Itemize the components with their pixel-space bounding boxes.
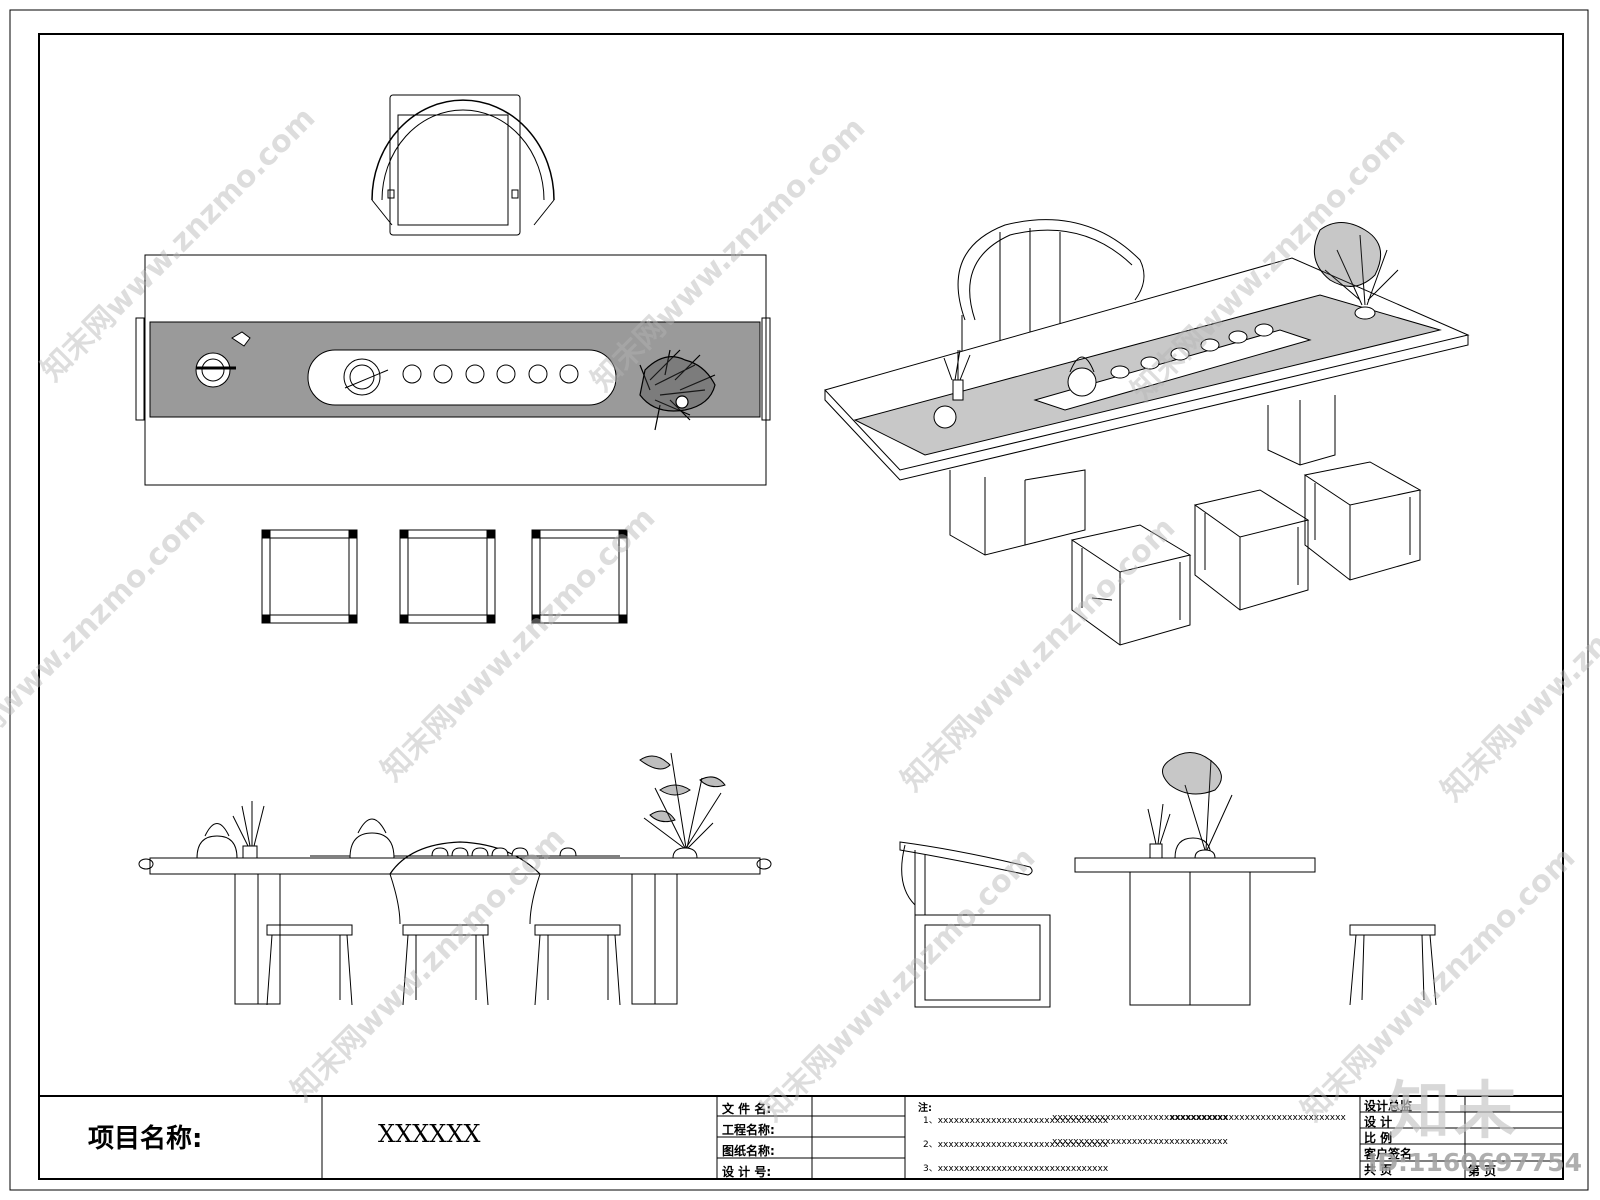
front-table-top: [149, 857, 761, 875]
plan-view: [135, 94, 771, 624]
field-design-director: 设计总监: [1364, 1099, 1413, 1113]
note-3: 3、xxxxxxxxxxxxxxxxxxxxxxxxxxxxxxxx: [923, 1164, 1109, 1174]
field-drawing-name: 图纸名称:: [722, 1144, 775, 1158]
field-scale: 比 例: [1364, 1131, 1393, 1145]
project-name-label: 项目名称:: [88, 1124, 203, 1154]
plan-table-top: [144, 254, 767, 486]
side-stool: [1349, 924, 1437, 1006]
field-file-name: 文 件 名:: [722, 1102, 772, 1116]
notes-block: 注: 1、xxxxxxxxxxxxxxxxxxxxxxxxxxxxxxxx xx…: [918, 1099, 1346, 1174]
field-page-number: 第 页: [1468, 1164, 1497, 1178]
plan-stool-1: [261, 529, 358, 624]
note-1b: xxxxxxxxxxxxxxxxxxxxxxxxxxxxxxxxx: [1052, 1113, 1228, 1123]
perspective-stools: [1070, 461, 1422, 646]
inner-frame: [38, 33, 1564, 1180]
perspective-view: [824, 219, 1470, 646]
side-elevation: [899, 752, 1437, 1008]
field-total-pages: 共 页: [1364, 1163, 1393, 1177]
title-block: [39, 1095, 1563, 1179]
perspective-stool-3: [1303, 461, 1422, 581]
notes-title: 注:: [918, 1103, 932, 1114]
front-stools: [266, 924, 621, 1006]
field-client-signature: 客户签名: [1364, 1147, 1413, 1161]
note-1a: 1、xxxxxxxxxxxxxxxxxxxxxxxxxxxxxxxx: [923, 1116, 1109, 1126]
plan-tea-runner: [135, 317, 771, 431]
perspective-table-legs: [949, 395, 1336, 556]
plan-armchair: [371, 94, 555, 236]
front-elevation: [138, 752, 772, 1006]
side-armchair: [899, 841, 1051, 1008]
field-project-name: 工程名称:: [722, 1123, 775, 1137]
plan-stools: [261, 529, 628, 624]
title-block-fields: 文 件 名: 工程名称: 图纸名称: 设 计 号:: [722, 1099, 775, 1183]
field-designer: 设 计: [1364, 1115, 1393, 1129]
outer-frame: [9, 9, 1589, 1191]
right-fields: 设计总监 设 计 比 例 客户签名 共 页: [1364, 1098, 1412, 1178]
note-2b: xxxxxxxxxxxxxxxxxxxxxxxxxxxxxxxxx: [1052, 1137, 1228, 1147]
perspective-armchair: [957, 219, 1145, 360]
front-tea-set: [196, 752, 726, 859]
plan-stool-3: [531, 529, 628, 624]
note-2a: 2、xxxxxxxxxxxxxxxxxxxxxxxxxxxxxxxx: [923, 1140, 1109, 1150]
note-1c: xxxxxxxxxxxxxxxxxxxxxxxxxxxxxxxxx: [1170, 1113, 1346, 1123]
project-name-value: XXXXXX: [378, 1120, 481, 1148]
perspective-stool-2: [1193, 489, 1310, 611]
field-design-number: 设 计 号:: [722, 1165, 772, 1179]
plan-stool-2: [399, 529, 496, 624]
side-table-top: [1074, 857, 1316, 873]
perspective-stool-1: [1070, 524, 1192, 646]
